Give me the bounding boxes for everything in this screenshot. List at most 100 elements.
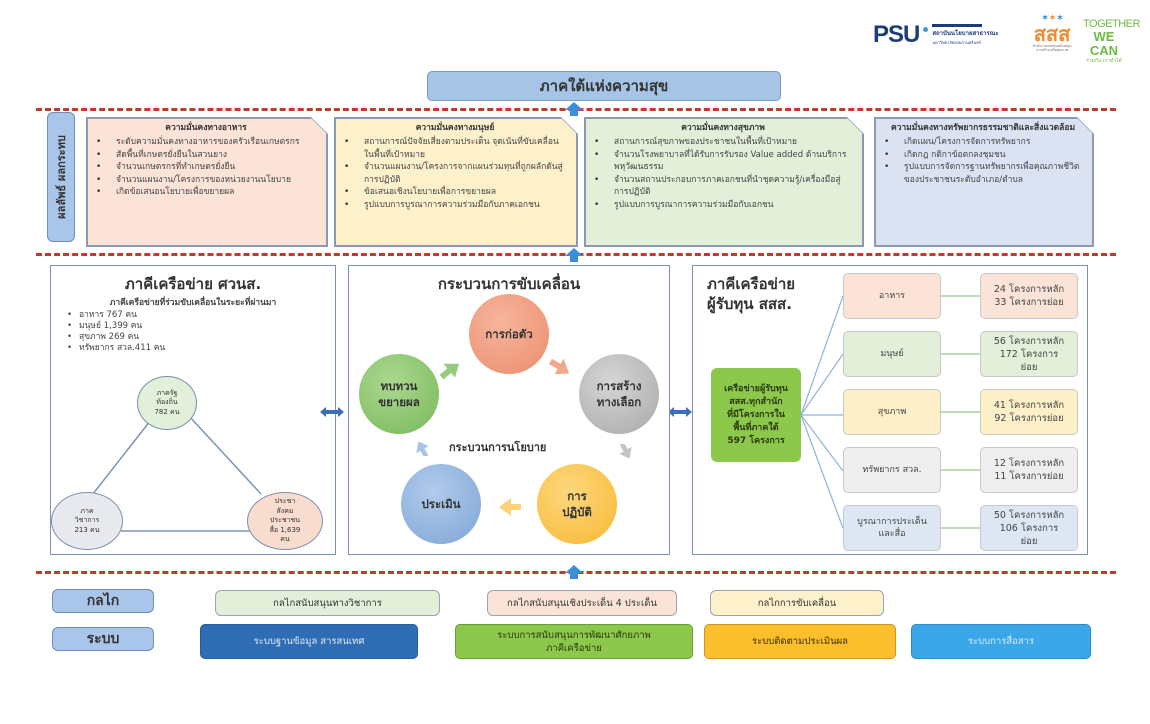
twc-line1: TOGETHER [1083,18,1140,30]
security-card-food: ความมั่นคงทางอาหาร ระดับความมั่นคงทางอาห… [87,118,327,246]
network-panel: ภาคีเครือข่าย ศวนส. ภาคีเครือข่ายที่ร่วม… [50,265,336,555]
triangle-edge [88,415,155,500]
outcome-label-text: ผลลัพธ์ ผลกระทบ [55,135,68,219]
connector-line [800,295,844,416]
thaihealth-logo-sub: สำนักงานกองทุนสนับสนุนการสร้างเสริมสุขภา… [1032,44,1072,52]
together-we-can-logo: TOGETHER WE CAN ร่วมกัน เราทำได้ [1083,18,1140,64]
card-item: เกิดข้อเสนอนโยบายเพื่อขยายผล [94,186,318,199]
flow-arrow-icon [439,363,460,380]
system-label: ระบบ [52,627,154,651]
funding-value: 24 โครงการหลัก 33 โครงการย่อย [980,273,1078,319]
system-item-monitoring: ระบบติดตามประเมินผล [704,624,896,659]
flow-arrow-icon [499,498,521,516]
flow-arrow-icon [549,358,570,375]
process-panel: กระบวนการขับเคลื่อน การก่อตัว การสร้าง ท… [348,265,670,555]
psu-logo-mark: PSU [873,21,920,48]
card-item: รูปแบบการบูรณาการความร่วมมือกับเอกชน [592,199,854,212]
process-panel-title: กระบวนการขับเคลื่อน [437,275,581,293]
process-center-label: กระบวนการนโยบาย [449,441,547,454]
security-card-health: ความมั่นคงทางสุขภาพ สถานการณ์สุขภาพของปร… [585,118,863,246]
step-evaluation: ประเมิน [401,464,481,544]
funding-category: อาหาร [843,273,941,319]
flow-arrow-icon [619,444,632,458]
psu-logo-line2: มหาวิทยาลัยสงขลานครินทร์ [932,40,982,45]
card-item: สถานการณ์ปัจจัยเสี่ยงตามประเด็น จุดเน้นท… [342,136,568,161]
triangle-edge [188,415,262,495]
node-civil-society: ประชา สังคม ประชาชน สื่อ 1,639 คน [247,492,323,550]
card-item: จำนวนแผนงาน/โครงการจากแผนร่วมทุนที่ถูกผล… [342,161,568,186]
funding-panel-title: ภาคีเครือข่าย ผู้รับทุน สสส. [707,275,796,313]
up-arrow-icon [565,565,583,579]
step-alternatives: การสร้าง ทางเลือก [579,354,659,434]
psu-logo-dot [923,26,929,32]
mechanism-item: กลไกสนับสนุนทางวิชาการ [215,590,440,616]
node-government: ภาครัฐ ท้องถิ่น 782 คน [137,376,197,430]
step-implementation: การ ปฏิบัติ [537,464,617,544]
outcome-label: ผลลัพธ์ ผลกระทบ [47,112,75,242]
card-title: ความมั่นคงทางทรัพยากรธรรมชาติและสิ่งแวดล… [890,123,1076,133]
network-list-item: ทรัพยากร สวล.411 คน [67,343,165,354]
card-item: จำนวนแผนงาน/โครงการของหน่วยงานนโยบาย [94,174,318,187]
network-panel-title: ภาคีเครือข่าย ศวนส. [124,275,262,293]
mechanism-item: กลไกการขับเคลื่อน [710,590,884,616]
funding-connectors [800,295,980,529]
card-item: ข้อเสนอเชิงนโยบายเพื่อการขยายผล [342,186,568,199]
mechanism-label: กลไก [52,589,154,613]
flow-arrow-icon [416,442,429,456]
card-item: จำนวนสถานประกอบการภาคเอกชนที่นำชุดความรู… [592,174,854,199]
funding-value: 56 โครงการหลัก 172 โครงการ ย่อย [980,331,1078,377]
funding-panel: ภาคีเครือข่าย ผู้รับทุน สสส. เครือข่ายผู… [692,265,1088,555]
card-item: รูปแบบการจัดการฐานทรัพยากรเพื่อคุณภาพชีว… [882,161,1084,186]
twc-line2: WE CAN [1089,29,1119,58]
card-title: ความมั่นคงทางอาหาร [165,123,247,133]
card-item: เกิดกฎ กติกาข้อตกลงชุมชน [882,149,1084,162]
card-item: สถานการณ์สุขภาพของประชาชนในพื้นที่เป้าหม… [592,136,854,149]
system-item-communication: ระบบการสื่อสาร [911,624,1091,659]
card-item: จำนวนเกษตรกรที่ทำเกษตรยั่งยืน [94,161,318,174]
connector-line [800,353,844,416]
psu-logo: PSU สถาบันนโยบายสาธารณะ มหาวิทยาลัยสงขลา… [873,22,1023,48]
step-formation: การก่อตัว [469,294,549,374]
card-item: รูปแบบการบูรณาการความร่วมมือกับภาคเอกชน [342,199,568,212]
psu-logo-line1: สถาบันนโยบายสาธารณะ [932,30,999,37]
network-list: อาหาร 767 คน มนุษย์ 1,399 คน สุขภาพ 269 … [67,310,165,354]
card-item: สัดพื้นที่เกษตรยั่งยืนในสวนยาง [94,149,318,162]
network-list-item: สุขภาพ 269 คน [67,332,165,343]
card-item: ระดับความมั่นคงทางอาหารของครัวเรือนเกษตร… [94,136,318,149]
up-arrow-icon [565,248,583,262]
twc-line3: ร่วมกัน เราทำได้ [1086,58,1122,64]
funding-category: มนุษย์ [843,331,941,377]
card-item: เกิดแผน/โครงการจัดการทรัพยากร [882,136,1084,149]
network-list-item: มนุษย์ 1,399 คน [67,321,165,332]
card-item: จำนวนโรงพยาบาลที่ได้รับการรับรอง Value a… [592,149,854,174]
card-title: ความมั่นคงทางมนุษย์ [415,123,495,133]
double-arrow-icon [320,407,344,417]
mechanism-item: กลไกสนับสนุนเชิงประเด็น 4 ประเด็น [487,590,677,616]
goal-box: ภาคใต้แห่งความสุข [427,71,781,101]
node-academic: ภาค วิชาการ 213 คน [51,492,123,550]
funding-value: 41 โครงการหลัก 92 โครงการย่อย [980,389,1078,435]
system-item-database: ระบบฐานข้อมูล สารสนเทศ [200,624,418,659]
thaihealth-logo: ✶✶✶ สสส สำนักงานกองทุนสนับสนุนการสร้างเส… [1030,14,1074,56]
funding-value: 50 โครงการหลัก 106 โครงการ ย่อย [980,505,1078,551]
network-list-item: อาหาร 767 คน [67,310,165,321]
system-item-capacity: ระบบการสนับสนุนการพัฒนาศักยภาพ ภาคีเครือ… [455,624,693,659]
security-card-human: ความมั่นคงทางมนุษย์ สถานการณ์ปัจจัยเสี่ย… [335,118,577,246]
step-review-expand: ทบทวน ขยายผล [359,354,439,434]
up-arrow-icon [565,102,583,116]
funding-category: สุขภาพ [843,389,941,435]
connector-line [800,414,844,529]
funding-root: เครือข่ายผู้รับทุน สสส.ทุกสำนัก ที่มีโคร… [711,368,801,462]
thaihealth-logo-text: สสส [1033,22,1071,46]
psu-logo-bar [932,24,983,27]
funding-category: ทรัพยากร สวล. [843,447,941,493]
thaihealth-stars-icon: ✶✶✶ [1040,13,1064,24]
funding-value: 12 โครงการหลัก 11 โครงการย่อย [980,447,1078,493]
card-title: ความมั่นคงทางสุขภาพ [681,123,765,133]
security-card-resources: ความมั่นคงทางทรัพยากรธรรมชาติและสิ่งแวดล… [875,118,1093,246]
connector-line [800,414,844,472]
funding-category: บูรณาการประเด็น และสื่อ [843,505,941,551]
network-panel-subtitle: ภาคีเครือข่ายที่ร่วมขับเคลื่อนในระยะที่ผ… [109,298,277,308]
double-arrow-icon [668,407,692,417]
network-triangle [88,415,262,532]
